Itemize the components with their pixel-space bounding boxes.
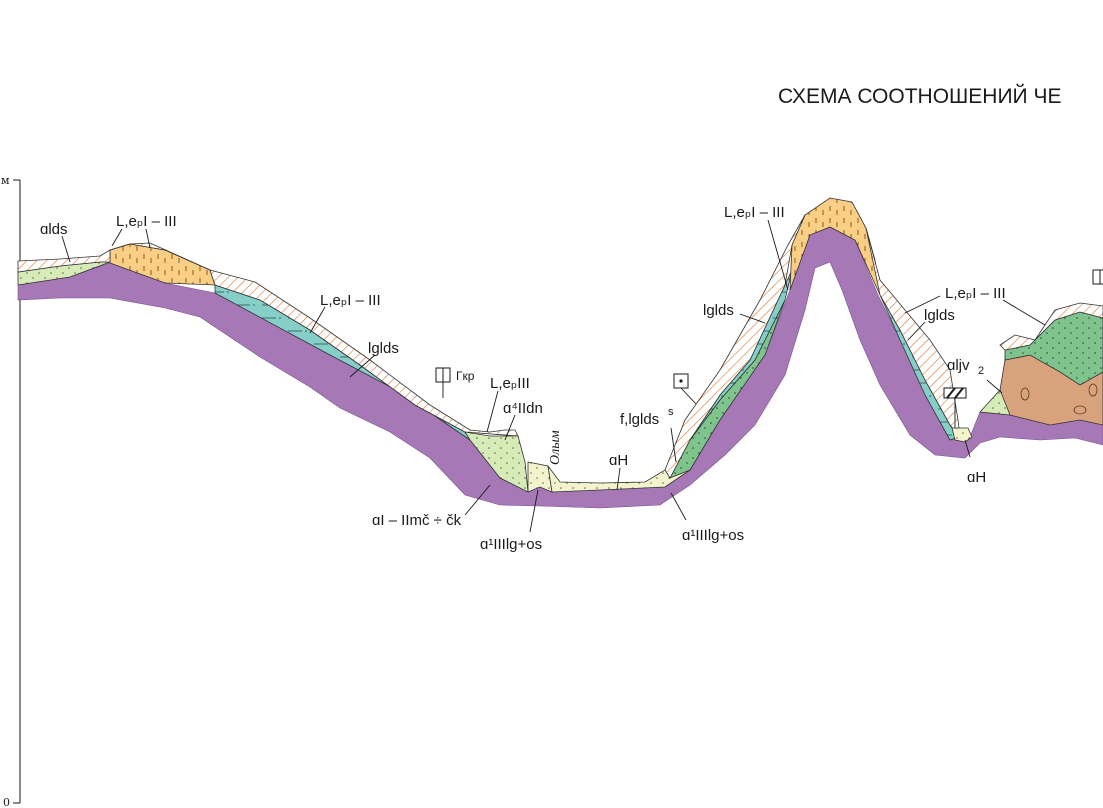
label-alds: ɑlds [40, 221, 68, 238]
scale-top-label: м [1, 174, 10, 187]
leader-line [739, 313, 766, 324]
leader-line [309, 306, 326, 334]
terrace-a4-layer [527, 461, 553, 493]
leader-line [904, 295, 941, 314]
leader-lines [61, 219, 1046, 533]
scale-bottom-label: 0 [3, 796, 10, 808]
leader-line [986, 379, 1003, 394]
label-a4-IIdn: ɑ⁴IIdn [503, 400, 543, 417]
label-lglds-middle: lglds [703, 302, 734, 319]
well-dot-icon [673, 373, 697, 405]
river-label: Олым [548, 430, 563, 465]
leader-line [61, 235, 71, 263]
borehole-icon [943, 387, 967, 428]
leader-line [964, 439, 971, 458]
label-aI-IImc-ck: ɑI – IImč ÷ čk [372, 512, 462, 529]
label-aH-valley: ɑH [967, 469, 986, 486]
pebble [1073, 405, 1087, 415]
label-lep-slope: L,eₚI – III [320, 292, 381, 309]
label-aljv-subscript: 2 [978, 365, 984, 377]
label-a1-IIIlg-os-right: ɑ¹IIIlg+os [682, 527, 744, 544]
leader-line [670, 427, 677, 463]
leader-line [349, 354, 376, 378]
leader-line [529, 489, 539, 533]
mine-square-icon [435, 367, 451, 398]
label-lglds-left: lglds [368, 340, 399, 357]
leader-line [767, 219, 789, 291]
terrace-green-layer [464, 431, 529, 493]
leader-line [907, 321, 926, 341]
label-lep-left: L,eₚI – III [116, 213, 177, 230]
brown-layer-pebbles [1020, 383, 1098, 415]
leader-line [670, 492, 687, 521]
label-lep-hilltop: L,eₚI – III [724, 204, 785, 221]
label-lep-right: L,eₚI – III [945, 285, 1006, 302]
hatch-cover-hill [999, 302, 1103, 351]
diagram-title: СХЕМА СООТНОШЕНИЙ ЧЕ [778, 84, 1061, 108]
label-aH-river: ɑH [609, 452, 628, 469]
hill-square-icon [1092, 269, 1103, 285]
label-flglds-superscript: s [668, 406, 674, 418]
leader-line [504, 414, 516, 441]
label-flglds: f,lglds [620, 411, 659, 428]
label-a1-IIIlg-os-left: ɑ¹IIIlg+os [480, 536, 542, 553]
leader-line [1002, 299, 1046, 326]
pebble [1088, 383, 1098, 397]
hatch-cover-middle [664, 214, 806, 479]
pebble [1020, 387, 1030, 401]
leader-line [145, 228, 151, 249]
leader-line [486, 390, 499, 433]
leader-line [616, 467, 621, 491]
label-lglds-right: lglds [924, 307, 955, 324]
small-valley-fill [951, 427, 973, 443]
leader-line [111, 228, 123, 247]
label-gkr: Гкр [456, 369, 475, 383]
leader-line [464, 484, 491, 516]
label-lep-III: L,eₚIII [490, 375, 530, 392]
label-aljv: ɑljv [947, 357, 970, 374]
